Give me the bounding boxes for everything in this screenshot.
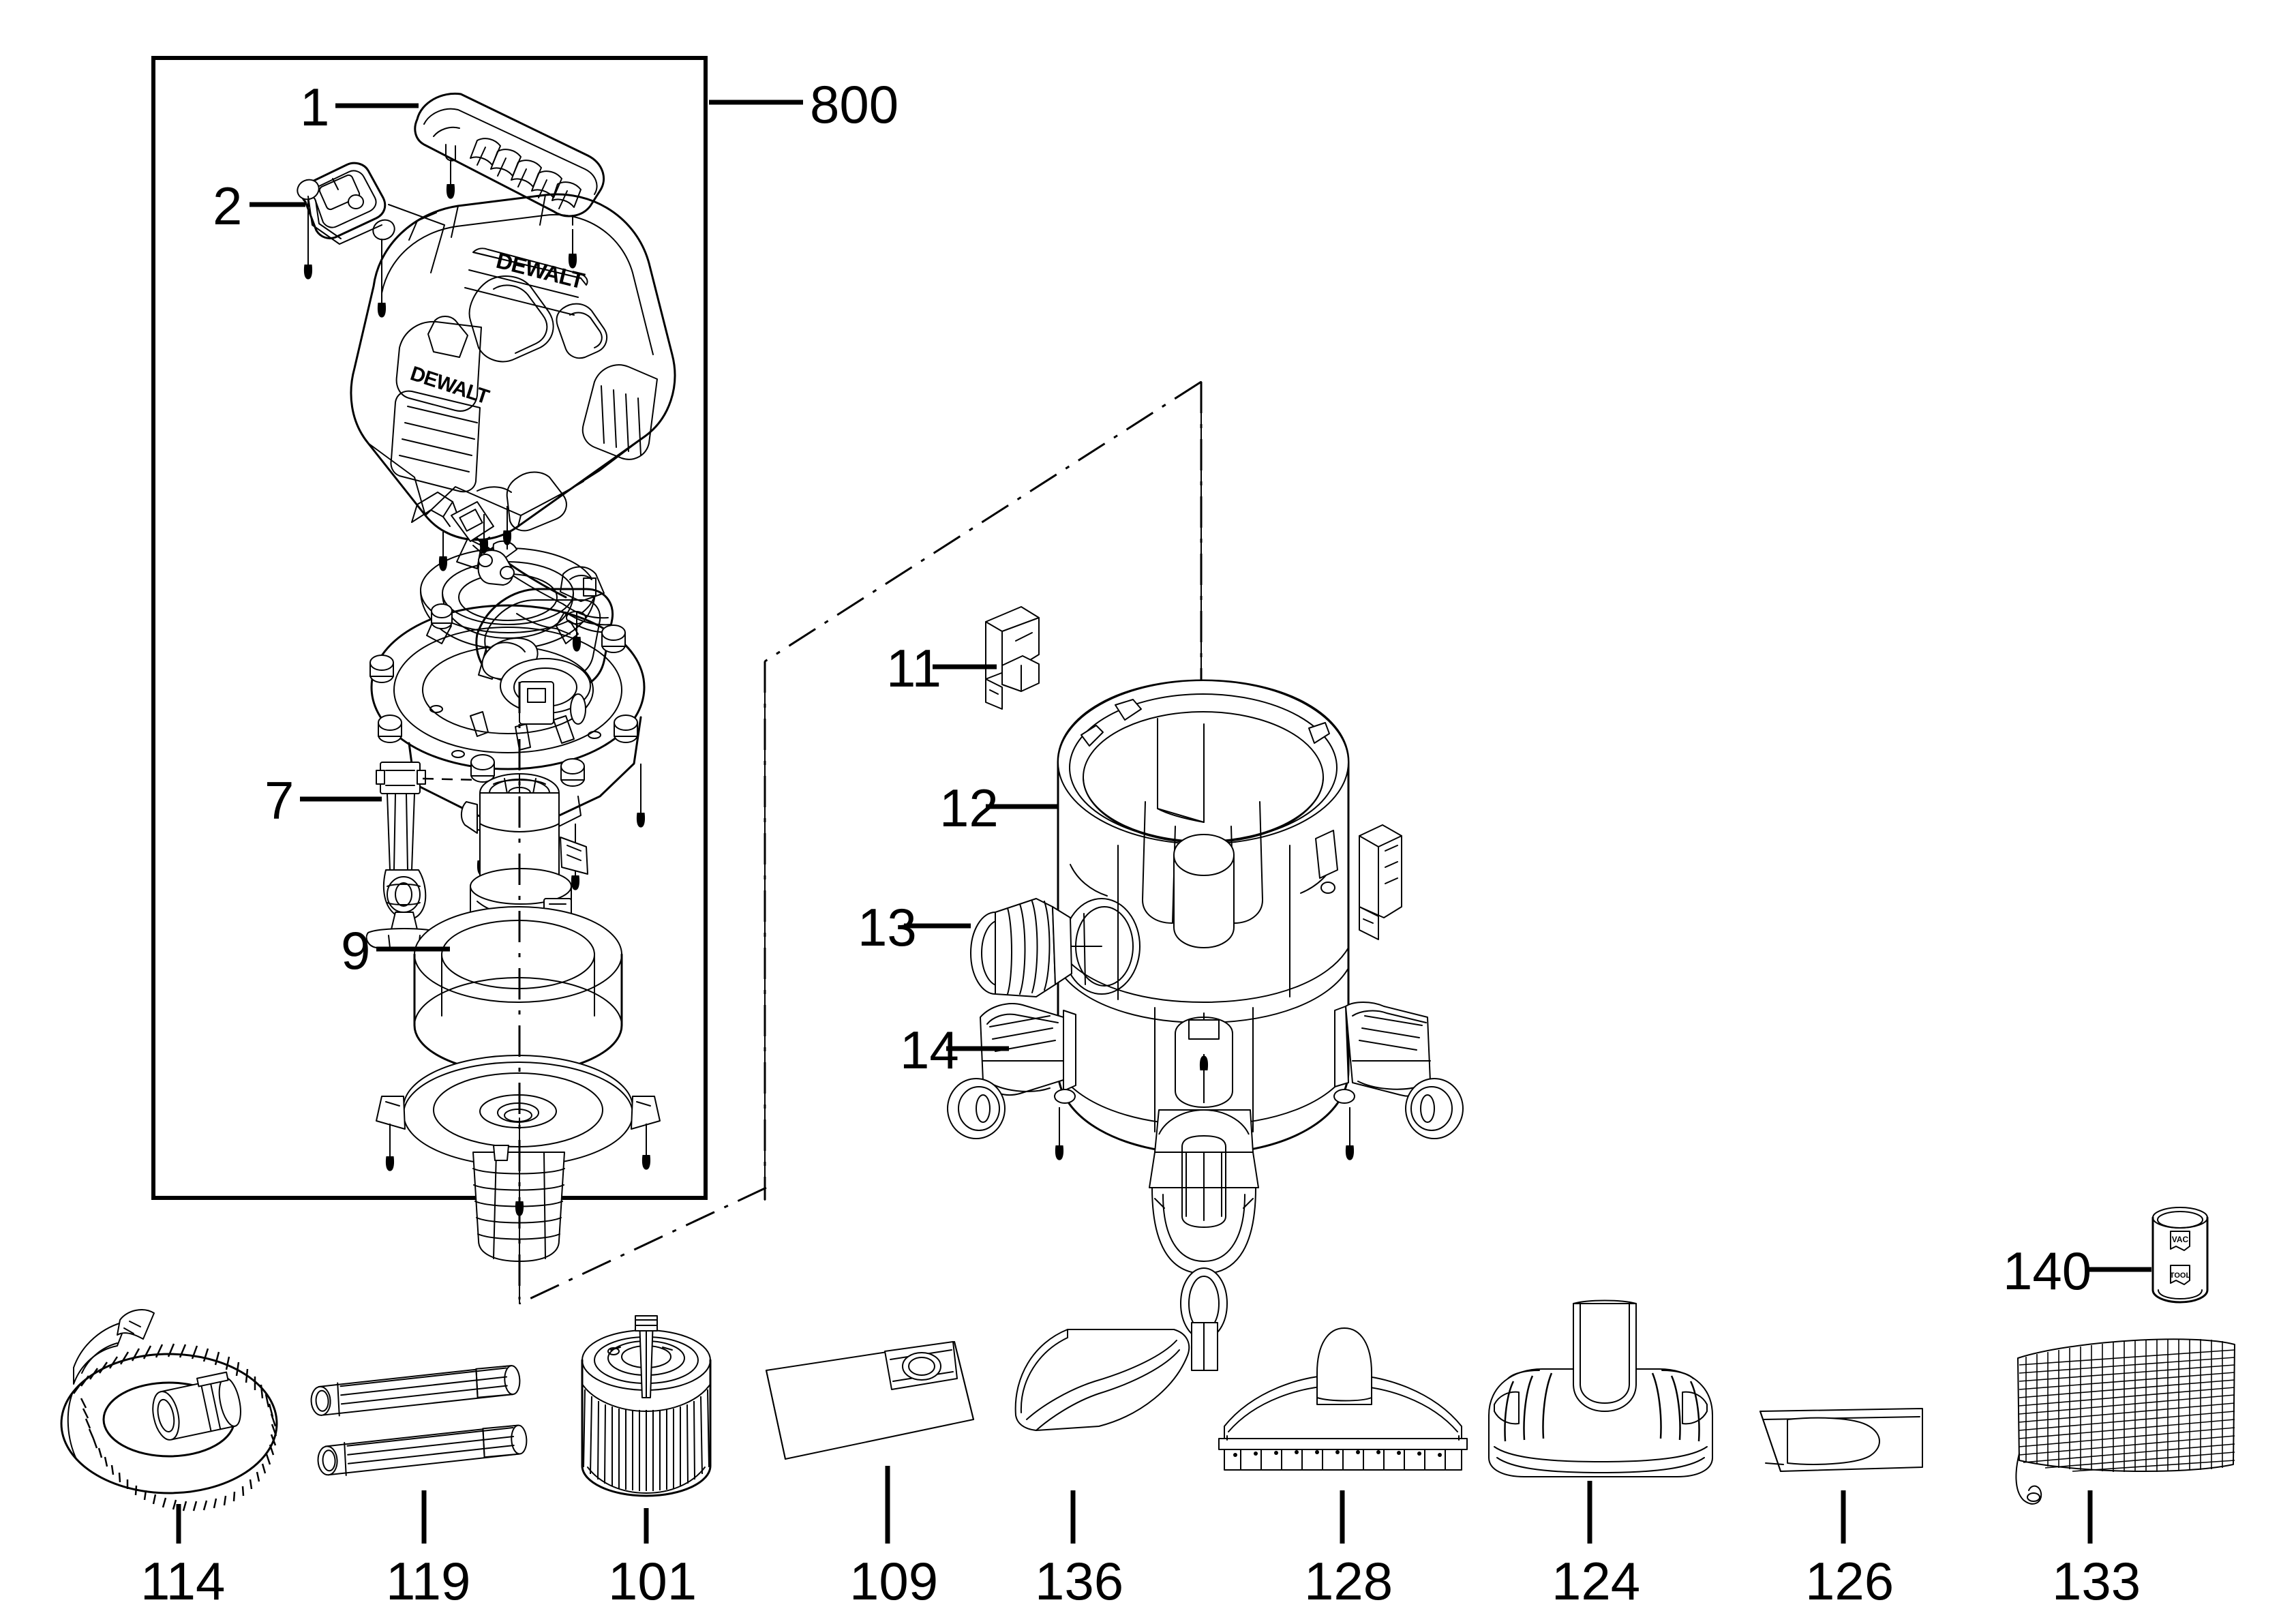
callout-1: 1 (300, 77, 330, 137)
part-wands-119 (310, 1365, 528, 1476)
part-latch-clip-top (985, 606, 1040, 710)
part-tank (1057, 679, 1350, 1155)
part-nozzle-128 (1218, 1327, 1468, 1471)
callout-12: 12 (939, 778, 999, 838)
callout-7: 7 (265, 770, 294, 830)
callout-114: 114 (140, 1551, 226, 1611)
part-drain-valve (365, 762, 478, 948)
callout-140: 140 (2003, 1241, 2092, 1301)
callout-133: 133 (2052, 1551, 2141, 1611)
callout-2: 2 (213, 176, 243, 236)
part-caster-right (1333, 1002, 1464, 1161)
callout-800: 800 (810, 74, 899, 134)
callout-119: 119 (386, 1551, 471, 1611)
callout-126: 126 (1805, 1551, 1894, 1611)
accessory-ticks (176, 1466, 2093, 1544)
part-filter-sleeve-140: VAC TOOL (2151, 1207, 2209, 1304)
part-hose-inlet (970, 898, 1102, 997)
callout-128: 128 (1304, 1551, 1393, 1611)
part-powerhead-cover: DEWALT DEWALT (350, 193, 676, 541)
part-nozzle-124 (1488, 1299, 1713, 1477)
callout-leaders (250, 103, 2151, 1272)
part-mesh-bag-133 (2015, 1338, 2235, 1505)
part-dustbag-109 (766, 1341, 974, 1460)
part-handle (414, 92, 605, 269)
callout-9: 9 (341, 920, 371, 980)
callout-101: 101 (608, 1551, 697, 1611)
svg-text:VAC: VAC (2172, 1235, 2189, 1244)
part-caster-left (947, 1003, 1076, 1161)
callout-13: 13 (858, 897, 917, 957)
part-power-cord (411, 492, 614, 635)
part-hose-114 (60, 1309, 278, 1512)
callout-11: 11 (886, 638, 941, 698)
part-filter-101 (581, 1315, 712, 1497)
part-crevice-126 (1759, 1408, 1923, 1472)
part-latch-clip-right (1359, 824, 1402, 940)
part-caster-center (1149, 1012, 1259, 1371)
callout-109: 109 (849, 1551, 939, 1611)
part-filter-plate (376, 1055, 661, 1262)
part-cord-clamp (477, 505, 515, 586)
callout-124: 124 (1552, 1551, 1641, 1611)
part-foamsleeve-136 (1014, 1329, 1190, 1431)
part-filter-cage-ring (413, 906, 623, 1074)
part-switch-assembly (297, 162, 445, 318)
svg-text:TOOL: TOOL (2170, 1272, 2191, 1280)
callout-136: 136 (1035, 1551, 1124, 1611)
callout-14: 14 (900, 1020, 959, 1080)
